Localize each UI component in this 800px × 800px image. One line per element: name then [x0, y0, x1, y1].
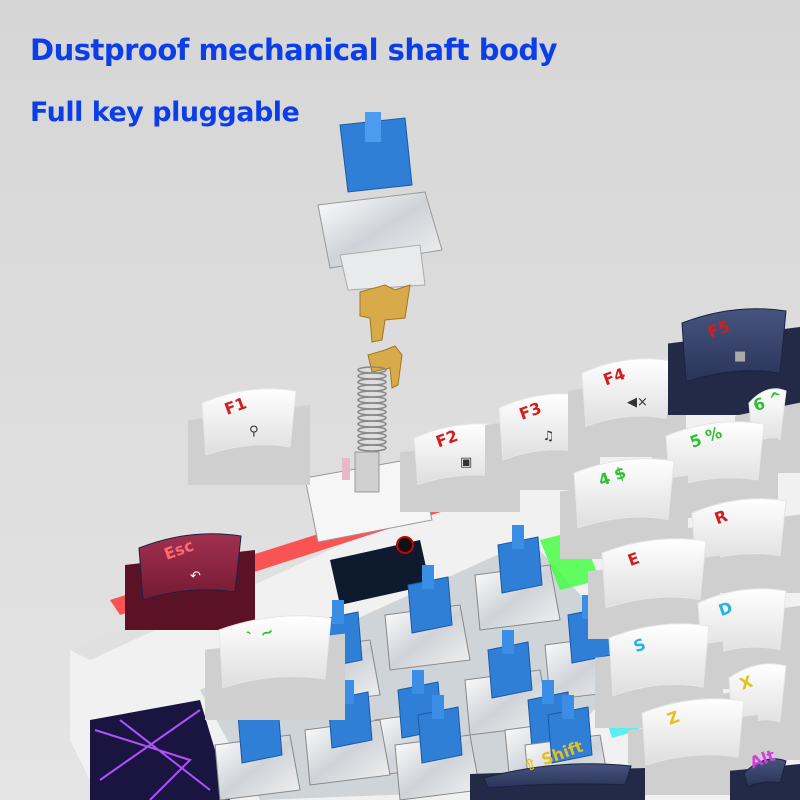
- keycap-k4[interactable]: 4 $: [560, 458, 688, 559]
- keycap-esc[interactable]: Esc↶: [125, 533, 255, 630]
- switch-spring: [357, 366, 387, 452]
- rgb-strip-red: [110, 350, 800, 615]
- mechanical-switch: [464, 630, 551, 736]
- keycap-alt[interactable]: Alt: [730, 746, 800, 800]
- headline-pluggable: Full key pluggable: [30, 97, 300, 128]
- stop-icon: ■: [734, 349, 746, 364]
- keycap-z[interactable]: Z: [628, 698, 758, 795]
- back-arrow-icon: ↶: [190, 569, 201, 584]
- keycap-f1[interactable]: F1⚲: [188, 388, 310, 485]
- empty-switch-socket: [330, 540, 430, 605]
- gold-contact-upper: [359, 284, 411, 343]
- keycap-legend: R: [712, 506, 730, 528]
- keycap-grave[interactable]: ` ~: [205, 615, 345, 720]
- mechanical-switch: [384, 565, 471, 671]
- mechanical-switch: [474, 525, 561, 631]
- folder-icon: ▣: [460, 455, 472, 470]
- search-icon: ⚲: [249, 424, 259, 439]
- keycap-e[interactable]: E: [588, 538, 720, 639]
- keycap-f4[interactable]: F4◀×: [568, 358, 686, 457]
- gold-contact-lower: [367, 345, 403, 389]
- music-note-icon: ♫: [543, 429, 555, 444]
- mechanical-switch: [394, 695, 481, 800]
- headline-dustproof: Dustproof mechanical shaft body: [30, 33, 558, 67]
- exploded-switch-parts: [304, 112, 443, 554]
- mute-icon: ◀×: [627, 395, 648, 410]
- keycap-f5[interactable]: F5■: [668, 308, 800, 415]
- keycap-legend: D: [716, 598, 735, 620]
- keycap-shift[interactable]: ⇧ Shift: [470, 737, 645, 800]
- blue-switch-stem: [339, 112, 413, 193]
- transparent-switch-housing: [317, 191, 443, 291]
- galaxy-print: [90, 700, 230, 800]
